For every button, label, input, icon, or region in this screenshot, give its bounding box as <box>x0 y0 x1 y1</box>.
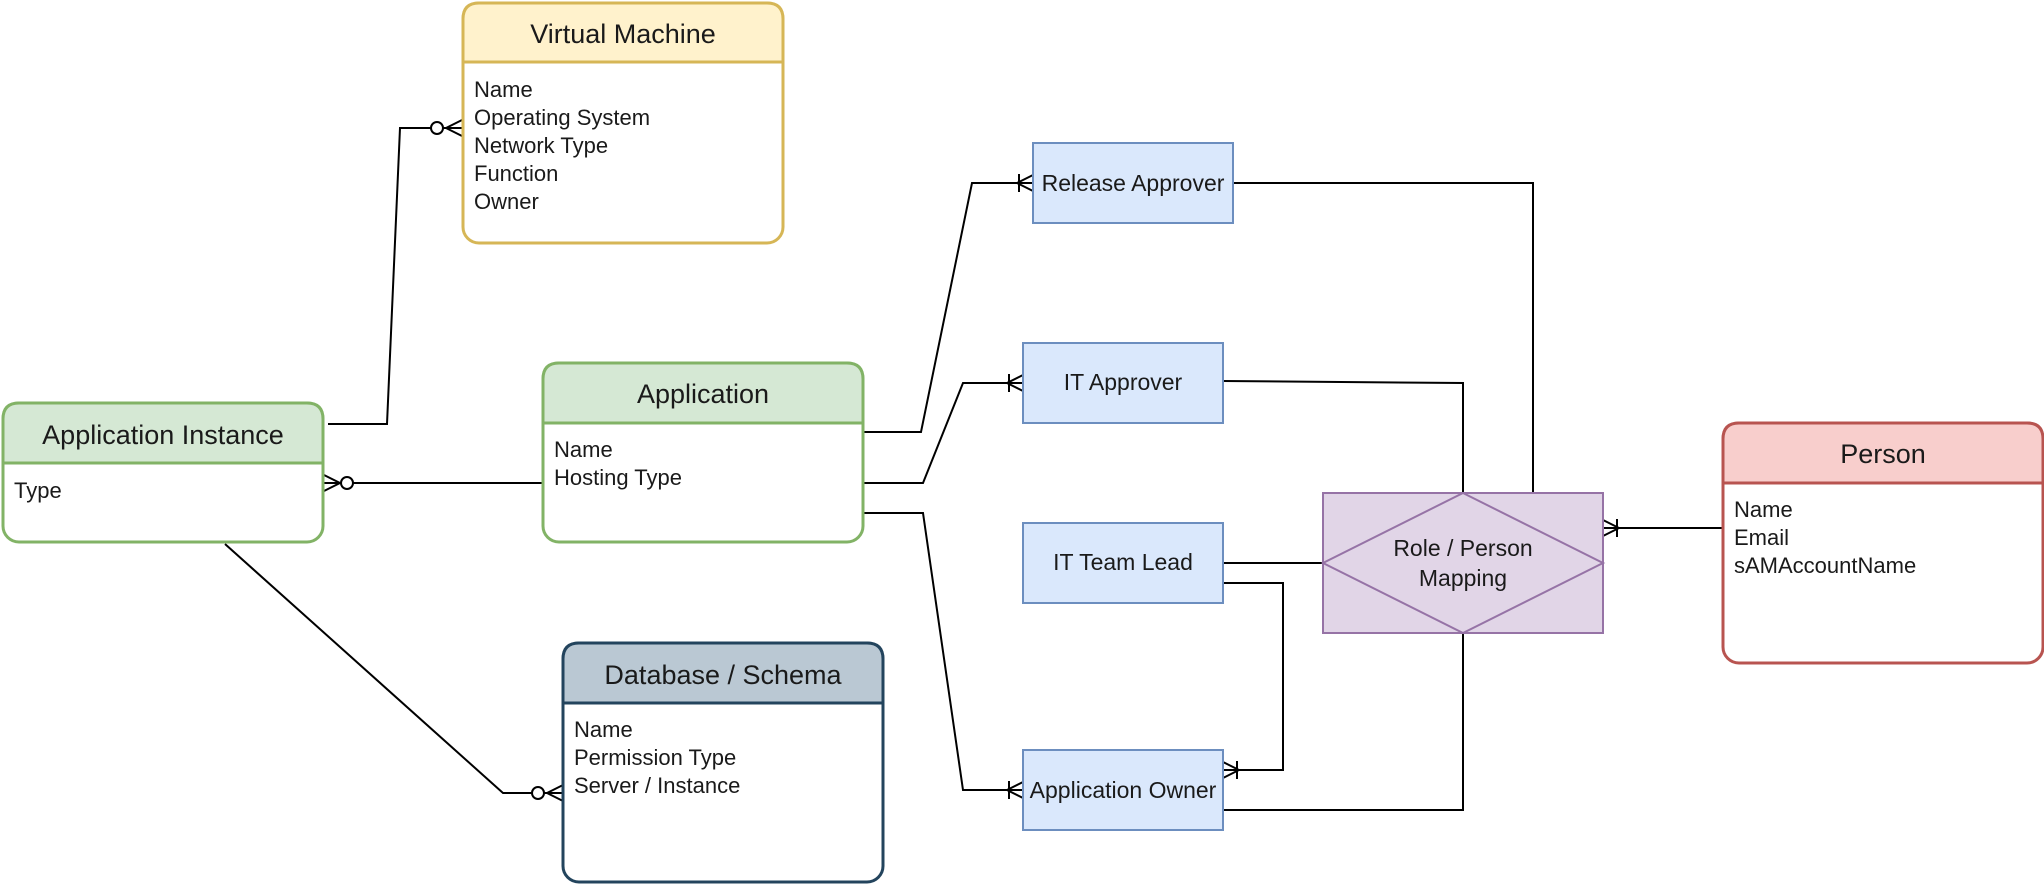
role-box <box>1032 142 1234 224</box>
entity-header <box>561 641 885 705</box>
crow-foot-vm <box>445 119 463 129</box>
attribute-server-instance: Server / Instance <box>574 773 740 798</box>
entity-header <box>1721 421 2044 485</box>
zero-marker-database <box>531 786 545 800</box>
entity-application[interactable]: Application Name Hosting Type <box>541 361 865 544</box>
entity-database-schema[interactable]: Database / Schema Name Permission Type S… <box>561 641 885 884</box>
zero-marker-vm <box>430 121 444 135</box>
relationship-label-line1: Role / Person <box>1393 535 1532 561</box>
entity-virtual-machine[interactable]: Virtual Machine Name Operating System Ne… <box>461 1 785 245</box>
connector-application-to-it-approver <box>862 382 1023 484</box>
connector-it-approver-to-mapping <box>1222 380 1464 493</box>
entity-header <box>541 361 865 425</box>
attribute-function: Function <box>474 161 558 186</box>
entity-title: Application <box>637 379 769 409</box>
attribute-hosting-type: Hosting Type <box>554 465 682 490</box>
entity-title: Person <box>1840 439 1926 469</box>
connector-instance-to-vm <box>328 127 462 425</box>
relationship-label-line2: Mapping <box>1419 565 1507 591</box>
role-label: Application Owner <box>1030 777 1217 803</box>
crow-foot-vm-2 <box>445 127 463 137</box>
attribute-type: Type <box>14 478 62 503</box>
attribute-permission-type: Permission Type <box>574 745 736 770</box>
entity-title: Virtual Machine <box>530 19 716 49</box>
role-box <box>1022 749 1224 831</box>
role-it-team-lead[interactable]: IT Team Lead <box>1022 522 1224 604</box>
attribute-email: Email <box>1734 525 1789 550</box>
crow-foot-database-2 <box>546 792 564 802</box>
role-box <box>1022 342 1224 424</box>
entity-title: Application Instance <box>42 420 284 450</box>
role-label: IT Approver <box>1064 369 1183 395</box>
role-label: Release Approver <box>1042 170 1225 196</box>
attribute-name: Name <box>1734 497 1793 522</box>
attribute-name: Name <box>574 717 633 742</box>
attribute-owner: Owner <box>474 189 539 214</box>
attribute-name: Name <box>474 77 533 102</box>
attribute-operating-system: Operating System <box>474 105 650 130</box>
relationship-role-person-mapping[interactable]: Role / Person Mapping <box>1320 491 1606 635</box>
crow-foot-instance <box>323 474 341 484</box>
attribute-samaccountname: sAMAccountName <box>1734 553 1916 578</box>
connector-instance-to-database <box>224 543 563 794</box>
role-it-approver[interactable]: IT Approver <box>1022 342 1224 424</box>
entity-application-instance[interactable]: Application Instance Type <box>1 401 325 544</box>
role-label: IT Team Lead <box>1053 549 1193 575</box>
role-application-owner[interactable]: Application Owner <box>1022 749 1224 831</box>
connector-application-to-release-approver <box>862 182 1033 433</box>
relationship-diamond <box>1320 491 1606 635</box>
relationship-box <box>1322 492 1604 634</box>
role-box <box>1022 522 1224 604</box>
entity-header <box>1 401 325 465</box>
attribute-network-type: Network Type <box>474 133 608 158</box>
crow-foot-instance-2 <box>323 482 341 492</box>
attribute-name: Name <box>554 437 613 462</box>
entity-person[interactable]: Person Name Email sAMAccountName <box>1721 421 2044 665</box>
connector-application-owner-to-mapping <box>1223 633 1464 811</box>
crow-foot-database <box>546 784 564 794</box>
connectors <box>224 119 1723 811</box>
role-release-approver[interactable]: Release Approver <box>1032 142 1234 224</box>
connector-application-to-application-owner <box>862 512 1023 791</box>
connector-team-lead-to-application-owner <box>1223 582 1284 771</box>
connector-release-approver-to-mapping <box>1233 182 1534 493</box>
zero-marker-instance <box>340 476 354 490</box>
entity-header <box>461 1 785 64</box>
entity-title: Database / Schema <box>604 660 842 690</box>
